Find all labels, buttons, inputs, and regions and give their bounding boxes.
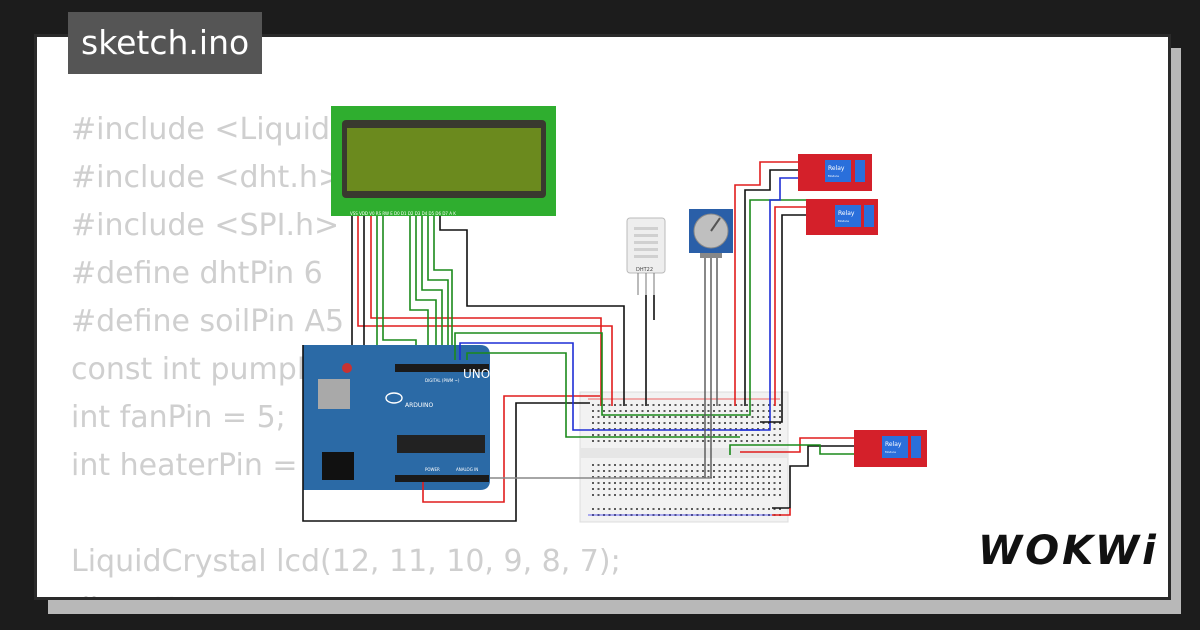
dht-label: DHT22 [636,267,653,273]
arduino-digital-label: DIGITAL (PWM ~) [425,378,460,383]
arduino-brand: ARDUINO [405,402,434,409]
potentiometer[interactable] [689,209,733,478]
dht22-sensor[interactable]: DHT22 [626,217,666,406]
relay-module-3[interactable]: Relay Module [854,430,927,467]
relay-2-sub: Module [838,219,849,223]
relay-wires [729,161,854,516]
code-line: #define soilPin A5 [71,304,345,339]
relay-1-sub: Module [828,174,839,178]
breadboard[interactable] [579,391,789,523]
relay-2-label: Relay [838,210,855,217]
lcd-display[interactable]: VSS VDD V0 RS RW E D0 D1 D2 D3 D4 D5 D6 … [331,106,556,216]
wokwi-logo: WOKWi [978,528,1159,574]
relay-module-2[interactable]: Relay Module [806,199,878,235]
lcd-pin-labels: VSS VDD V0 RS RW E D0 D1 D2 D3 D4 D5 D6 … [350,211,456,216]
relay-3-sub: Module [885,450,896,454]
arduino-wires [302,199,808,522]
arduino-power-label: POWER [425,467,440,472]
arduino-uno[interactable]: UNO ARDUINO DIGITAL (PWM ~) POWER ANALOG… [303,345,490,490]
code-line: #include <SPI.h> [71,208,340,243]
arduino-model: UNO [463,367,490,381]
code-line: #define dhtPin 6 [71,256,323,291]
relay-1-label: Relay [828,165,845,172]
file-tab[interactable]: sketch.ino [68,12,263,74]
arduino-analog-label: ANALOG IN [456,467,478,472]
code-line: int heaterPin = 3; [71,448,337,483]
code-line: LiquidCrystal lcd(12, 11, 10, 9, 8, 7); [71,544,621,579]
relay-3-label: Relay [885,441,902,448]
code-line: dht DHT; [71,586,621,597]
code-line: #include <dht.h> [71,160,344,195]
relay-module-1[interactable]: Relay Module [798,154,872,191]
code-line: int fanPin = 5; [71,400,286,435]
